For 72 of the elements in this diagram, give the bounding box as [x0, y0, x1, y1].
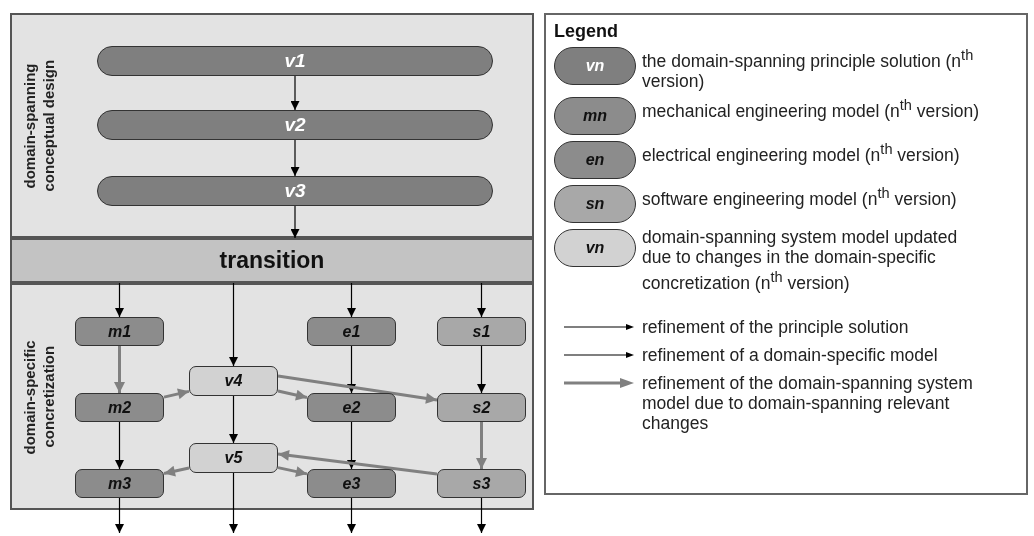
model-name: s3 — [472, 474, 491, 493]
transition-band — [10, 238, 534, 283]
arrow — [347, 421, 356, 470]
phase-panel — [10, 283, 534, 510]
model-box — [307, 393, 396, 422]
model-name: v2 — [284, 114, 306, 136]
model-box — [307, 469, 396, 498]
arrow — [229, 282, 238, 367]
arrow — [229, 395, 238, 444]
model-name: m2 — [107, 398, 132, 417]
model-name: s1 — [472, 322, 491, 341]
arrow — [277, 374, 438, 404]
model-name: m3 — [107, 474, 132, 493]
arrow — [115, 497, 124, 534]
solution-pill — [97, 46, 493, 76]
phase-title: domain-specific concretization — [20, 338, 58, 456]
model-name: e2 — [342, 398, 361, 417]
arrow — [290, 75, 300, 111]
legend-text: electrical engineering model (n$^{th}$ version) — [642, 139, 960, 165]
model-name: v4 — [224, 372, 243, 390]
swatch-label: vn — [585, 57, 605, 75]
swatch-label: sn — [585, 194, 605, 213]
swatch-label: en — [585, 150, 605, 169]
model-box — [307, 317, 396, 346]
model-box — [75, 317, 164, 346]
arrow — [347, 497, 356, 534]
legend-text: refinement of a domain-specific model — [642, 344, 938, 365]
phase-panel — [10, 13, 534, 238]
legend-text: mechanical engineering model (n$^{th}$ version) — [642, 95, 980, 121]
arrow — [277, 449, 438, 476]
legend-text: refinement of the principle solution — [642, 316, 909, 337]
model-box — [189, 443, 278, 473]
model-box — [75, 469, 164, 498]
arrow — [115, 421, 124, 470]
legend-text: refinement of the domain-spanning system model due to domain-spanning relevant changes — [642, 372, 974, 433]
arrow — [229, 472, 238, 534]
legend-text: software engineering model (n$^{th}$ version) — [642, 183, 957, 209]
model-box — [75, 393, 164, 422]
arrow — [114, 346, 125, 393]
model-name: v5 — [224, 449, 243, 467]
model-box — [437, 317, 526, 346]
model-name: v3 — [284, 180, 306, 202]
model-box — [437, 469, 526, 498]
legend-title: Legend — [554, 21, 619, 42]
arrow — [477, 345, 486, 394]
arrow — [477, 282, 486, 318]
arrow — [277, 466, 308, 477]
arrow — [277, 389, 308, 401]
model-box — [437, 393, 526, 422]
model-name: s2 — [472, 398, 491, 417]
swatch-label: vn — [585, 238, 605, 257]
model-name: m1 — [107, 322, 132, 341]
solution-pill — [97, 110, 493, 140]
legend-text: domain-spanning system model updated due to changes in the domain-specific concretization (n$^{th}$ version) — [642, 226, 959, 293]
legend-text: the domain-spanning principle solution (n$^{th}$ version) — [642, 46, 975, 91]
solution-pill — [97, 176, 493, 206]
band-title: transition — [219, 247, 325, 274]
arrow — [163, 388, 190, 400]
arrow — [290, 139, 300, 177]
swatch-label: mn — [583, 106, 607, 125]
arrow — [347, 345, 356, 394]
model-name: v1 — [284, 50, 306, 72]
arrow — [347, 282, 356, 318]
arrow — [290, 205, 300, 239]
model-box — [189, 366, 278, 396]
arrow — [163, 465, 190, 477]
arrow — [115, 282, 124, 318]
phase-title: domain-spanning conceptual design — [20, 58, 58, 194]
arrow — [477, 497, 486, 534]
arrow — [476, 422, 487, 469]
model-name: e1 — [342, 322, 361, 341]
model-name: e3 — [342, 474, 361, 493]
